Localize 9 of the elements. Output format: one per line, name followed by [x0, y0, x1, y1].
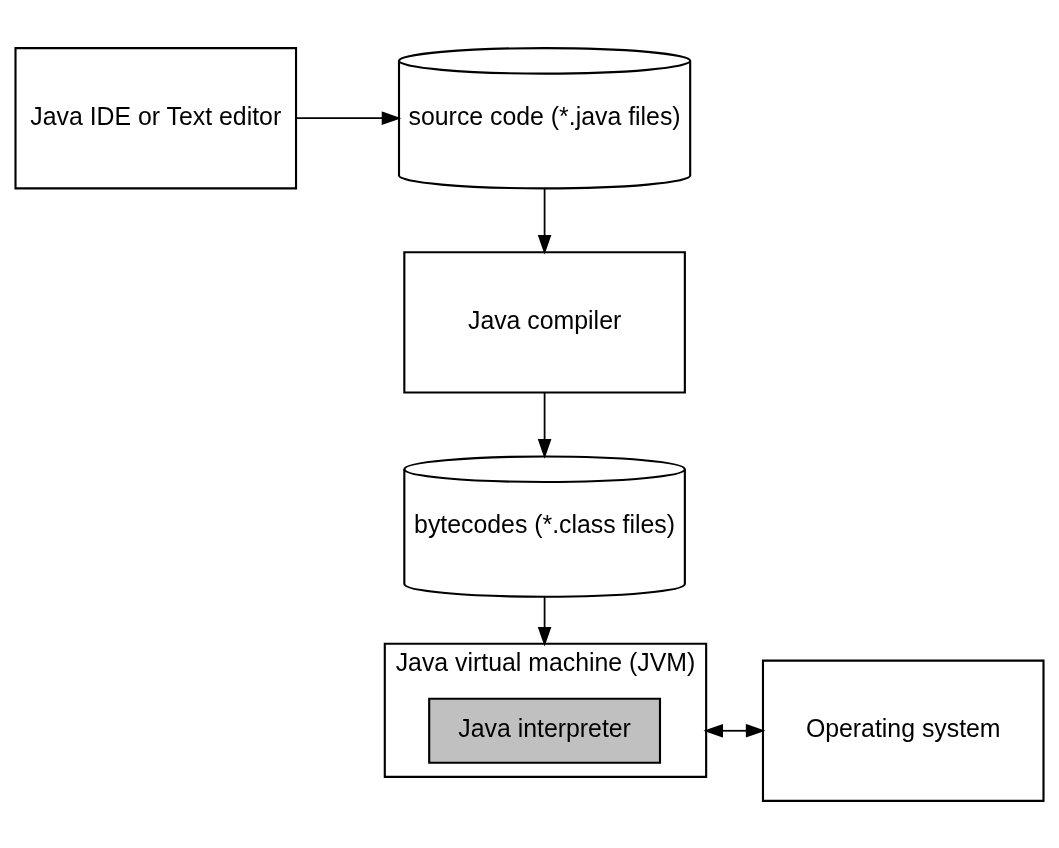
- arrow: [537, 595, 552, 646]
- arrow: [703, 723, 766, 738]
- arrow: [537, 187, 552, 254]
- node-box: Operating system: [761, 659, 1045, 802]
- arrow: [295, 110, 402, 125]
- node-box: Java compiler: [403, 250, 686, 394]
- arrow: [537, 391, 552, 459]
- node-box: Java IDE or Text editor: [14, 46, 298, 189]
- node-box: Java interpreter: [428, 697, 662, 764]
